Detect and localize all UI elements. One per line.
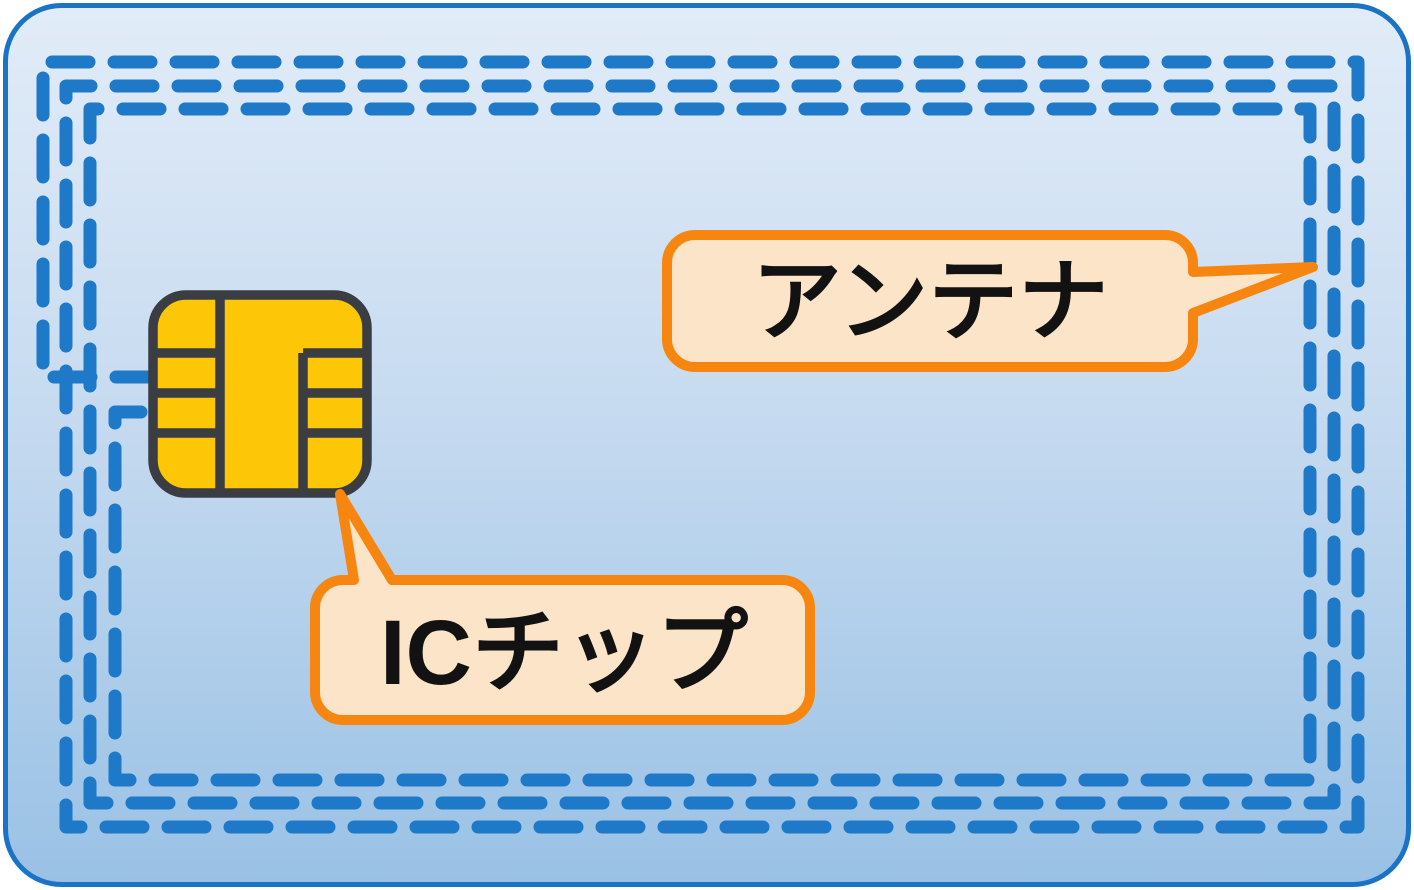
ic-chip-icon	[148, 290, 372, 498]
ic-chip-callout-bubble	[310, 489, 815, 725]
antenna-callout-bubble	[662, 230, 1318, 372]
antenna-coil	[36, 55, 1365, 834]
ic-chip-callout: ICチップ	[310, 489, 815, 725]
ic-chip-label: ICチップ	[380, 602, 748, 704]
ic-chip-body	[148, 290, 372, 498]
antenna-label: アンテナ	[752, 252, 1108, 352]
antenna-callout: アンテナ	[662, 230, 1318, 372]
ic-chip-contact-lines	[154, 296, 366, 492]
